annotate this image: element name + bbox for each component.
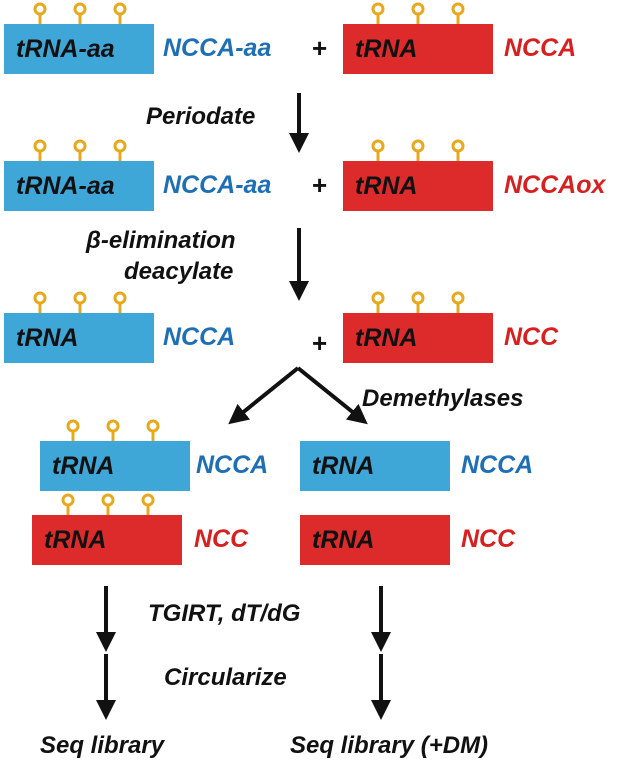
left-branch-bottom-modifications: [61, 493, 155, 515]
row2-uncharged-trna-box: tRNA: [343, 161, 493, 211]
row2-charged-trna-box: tRNA-aa: [4, 161, 154, 211]
right-branch-ncca-label: NCCA: [461, 451, 534, 479]
row2-left-modifications: [33, 139, 127, 161]
step-tgirt-label: TGIRT, dT/dG: [148, 600, 301, 627]
left-branch-ncca-trna-box: tRNA: [40, 441, 190, 491]
left-branch-ncc-trna-box: tRNA: [32, 515, 182, 565]
step-demethylases-label: Demethylases: [362, 385, 524, 412]
flow-arrows: [96, 93, 391, 720]
right-branch-ncca-trna-text: tRNA: [312, 451, 375, 480]
row2-right-modifications: [371, 139, 465, 161]
row1-right-modifications: [371, 2, 465, 24]
row2-uncharged-trna-text: tRNA: [355, 171, 418, 200]
row1-uncharged-trna-text: tRNA: [355, 34, 418, 63]
row1-ncca-aa-label: NCCA-aa: [163, 34, 272, 62]
left-result-seq-library: Seq library: [40, 732, 165, 759]
step-beta-elimination-label: β-elimination: [86, 227, 236, 254]
row3-truncated-trna-text: tRNA: [355, 323, 418, 352]
row3-truncated-trna-box: tRNA: [343, 313, 493, 363]
left-branch-top-modifications: [66, 419, 160, 441]
modification-markers: [33, 2, 465, 515]
row3-plus-sign: +: [312, 328, 328, 358]
arrow-split-left: [228, 366, 300, 425]
row3-right-modifications: [371, 291, 465, 313]
row3-deacylated-trna-text: tRNA: [16, 323, 79, 352]
row3-left-modifications: [33, 291, 127, 313]
row1-ncca-label: NCCA: [504, 34, 577, 62]
left-branch-ncc-trna-text: tRNA: [44, 525, 107, 554]
left-branch-ncc-label: NCC: [194, 525, 249, 553]
row2-charged-trna-text: tRNA-aa: [16, 171, 115, 200]
row3-ncca-label: NCCA: [163, 323, 236, 351]
left-branch-ncca-label: NCCA: [196, 451, 269, 479]
row1-left-modifications: [33, 2, 127, 24]
row3-deacylated-trna-box: tRNA: [4, 313, 154, 363]
row2-nccaox-label: NCCAox: [504, 171, 606, 199]
right-branch-ncca-trna-box: tRNA: [300, 441, 450, 491]
step-circularize-label: Circularize: [164, 664, 287, 691]
row1-plus-sign: +: [312, 33, 328, 63]
right-branch-ncc-label: NCC: [461, 525, 516, 553]
right-branch-ncc-trna-text: tRNA: [312, 525, 375, 554]
right-result-seq-library-dm: Seq library (+DM): [290, 732, 489, 759]
right-branch-ncc-trna-box: tRNA: [300, 515, 450, 565]
row1-uncharged-trna-box: tRNA: [343, 24, 493, 74]
row2-ncca-aa-label: NCCA-aa: [163, 171, 272, 199]
row2-plus-sign: +: [312, 170, 328, 200]
row3-ncc-label: NCC: [504, 323, 559, 351]
arrow-split-right: [296, 366, 368, 425]
row1-charged-trna-text: tRNA-aa: [16, 34, 115, 63]
left-branch-ncca-trna-text: tRNA: [52, 451, 115, 480]
step-periodate-label: Periodate: [146, 103, 256, 130]
step-deacylate-label: deacylate: [124, 258, 234, 285]
row1-charged-trna-box: tRNA-aa: [4, 24, 154, 74]
